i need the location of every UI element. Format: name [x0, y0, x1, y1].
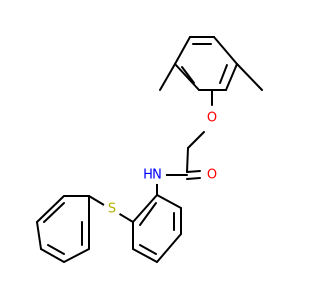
aromatic-bond: [139, 202, 157, 226]
atom-amide-nitrogen: H N: [143, 166, 166, 184]
aromatic-bond: [219, 64, 228, 84]
aromatic-bond: [139, 244, 157, 255]
hydrogen-label: H: [143, 168, 153, 183]
oxygen-label: O: [207, 111, 217, 126]
oxygen-label: O: [207, 168, 217, 183]
bond: [36, 195, 65, 223]
atom-carbonyl-oxygen: O: [203, 166, 221, 184]
nitrogen-label: N: [152, 168, 162, 183]
bond: [132, 248, 158, 263]
methyl-bond-left: [159, 63, 176, 91]
carbonyl-bond: [186, 177, 201, 180]
aromatic-bond: [181, 66, 195, 84]
bond: [156, 194, 182, 209]
bond: [36, 221, 42, 250]
bond: [88, 195, 105, 206]
methyl-bond-right: [236, 63, 263, 91]
carbonyl-bond: [186, 170, 201, 173]
atom-sulfur: S: [103, 200, 121, 218]
atom-ether-oxygen: O: [203, 109, 221, 127]
bond: [174, 36, 191, 65]
bond: [132, 194, 158, 223]
bond: [186, 147, 189, 173]
bond: [40, 248, 65, 263]
dimethylphenyl-ring: [174, 36, 238, 91]
structure-canvas: O O H N S: [36, 36, 263, 263]
bond: [187, 131, 205, 149]
bond: [156, 233, 182, 263]
aniline-ring: [132, 194, 182, 263]
bond: [225, 63, 238, 91]
molecule-drawing: O O H N S: [36, 36, 263, 263]
bond: [117, 212, 134, 223]
bond: [63, 248, 90, 263]
aromatic-bond: [43, 202, 65, 223]
bond: [213, 36, 238, 65]
sulfur-label: S: [108, 202, 116, 217]
phenylthio-ring: [36, 195, 90, 263]
bond: [174, 63, 200, 91]
aromatic-bond: [47, 244, 65, 255]
